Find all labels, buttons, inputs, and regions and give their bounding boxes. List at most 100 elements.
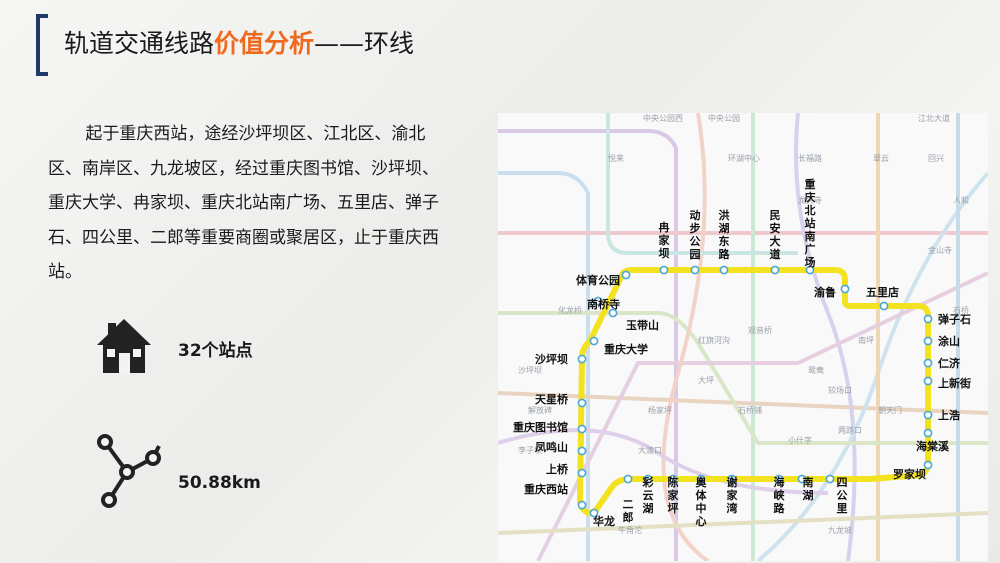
station-label: 上新街 xyxy=(938,376,971,390)
route-length: 50.88km xyxy=(178,473,261,493)
background-station-label: 朝天门 xyxy=(878,405,902,415)
station-marker xyxy=(879,301,889,311)
background-station-label: 石桥铺 xyxy=(738,405,762,415)
station-label: 华龙 xyxy=(593,514,615,528)
station-marker xyxy=(623,474,633,484)
background-station-label: 翠云 xyxy=(873,154,889,163)
station-marker xyxy=(923,428,933,438)
station-label: 动步公园 xyxy=(690,208,701,261)
background-station-label: 牛角沱 xyxy=(618,525,642,535)
station-marker xyxy=(797,474,807,484)
background-station-label: 小什字 xyxy=(788,435,812,445)
station-marker xyxy=(805,265,815,275)
station-label: 四公里 xyxy=(837,476,848,515)
station-marker xyxy=(923,314,933,324)
background-station-label: 红旗河沟 xyxy=(698,335,730,345)
house-icon xyxy=(97,319,151,373)
station-marker xyxy=(923,376,933,386)
station-marker xyxy=(589,336,599,346)
route-description: 起于重庆西站，途经沙坪坝区、江北区、渝北区、南岸区、九龙坡区，经过重庆图书馆、沙… xyxy=(48,124,439,282)
station-label: 凤鸣山 xyxy=(535,440,568,454)
background-lines xyxy=(498,113,988,561)
loop-stations: 体育公园南桥寺冉家坝动步公园洪湖东路民安大道重庆北站南广场渝鲁五里店弹子石涂山仁… xyxy=(513,177,971,528)
station-label: 南湖 xyxy=(803,475,814,502)
background-line xyxy=(606,113,798,255)
loop-line xyxy=(577,267,931,516)
station-label: 上桥 xyxy=(546,462,569,476)
station-marker xyxy=(923,358,933,368)
background-station-label: 李子坝 xyxy=(518,445,542,455)
station-marker xyxy=(923,336,933,346)
background-line xyxy=(498,428,829,495)
station-label: 弹子石 xyxy=(938,312,971,326)
background-station-label: 大渡口 xyxy=(638,445,662,455)
station-label: 重庆北站南广场 xyxy=(804,177,816,269)
station-label: 海峡路 xyxy=(774,475,786,515)
station-label: 罗家坝 xyxy=(893,467,926,481)
station-label: 重庆大学 xyxy=(604,342,648,356)
station-marker xyxy=(593,296,603,306)
station-label: 体育公园 xyxy=(576,273,620,287)
station-label: 上浩 xyxy=(938,408,960,422)
station-marker xyxy=(589,508,599,518)
title-bracket xyxy=(36,14,48,76)
background-station-label: 南坪 xyxy=(858,335,874,345)
title-suffix: ——环线 xyxy=(314,29,415,58)
station-marker xyxy=(774,474,784,484)
background-station-label: 人和 xyxy=(953,196,969,205)
route-icon xyxy=(97,434,161,508)
title-highlight: 价值分析 xyxy=(214,29,315,58)
background-line xyxy=(498,129,678,561)
background-station-label: 金山寺 xyxy=(928,245,952,255)
background-station-label: 悦来 xyxy=(608,153,624,163)
station-label: 沙坪坝 xyxy=(535,352,568,366)
station-label: 洪湖东路 xyxy=(719,208,731,261)
background-station-label: 中央公园西 xyxy=(643,113,683,123)
station-marker xyxy=(659,265,669,275)
page-title: 轨道交通线路价值分析——环线 xyxy=(64,27,414,61)
background-station-label: 两路口 xyxy=(838,425,862,435)
station-label: 奥体中心 xyxy=(695,475,708,528)
station-marker xyxy=(577,468,587,478)
station-marker xyxy=(643,474,653,484)
background-station-label: 环湖中心 xyxy=(728,153,760,163)
station-marker xyxy=(668,474,678,484)
station-label: 谢家湾 xyxy=(727,475,739,515)
station-marker xyxy=(719,265,729,275)
station-marker xyxy=(577,398,587,408)
background-station-label: 江北大道 xyxy=(918,113,950,123)
station-label: 玉带山 xyxy=(626,318,659,332)
background-station-label: 大坪 xyxy=(698,375,714,385)
background-line xyxy=(661,113,710,561)
station-count: 32个站点 xyxy=(178,341,253,361)
station-marker xyxy=(577,446,587,456)
station-label: 彩云湖 xyxy=(642,475,654,515)
background-station-label: 解放碑 xyxy=(528,405,552,415)
station-marker xyxy=(577,354,587,364)
station-label: 陈家坪 xyxy=(668,475,680,515)
station-label: 五里店 xyxy=(866,285,899,299)
metro-map: 中央公园西 中央公园 江北大道环湖中心 长福路 悦来 翠云 回兴人和金山寺石桥南坪大坪石桥铺… xyxy=(498,113,988,561)
background-station-label: 较场口 xyxy=(828,385,852,395)
background-station-label: 鸳鸯 xyxy=(808,365,824,375)
background-station-label: 回兴 xyxy=(928,154,944,163)
station-label: 涂山 xyxy=(938,334,960,348)
background-station-label: 中央公园 xyxy=(708,113,740,123)
station-marker xyxy=(923,460,933,470)
station-marker xyxy=(608,308,618,318)
background-station-label: 龙头寺 xyxy=(798,195,822,205)
station-marker xyxy=(840,284,850,294)
background-station-label: 长福路 xyxy=(798,153,822,163)
background-station-label: 化龙桥 xyxy=(558,305,582,315)
station-label: 重庆图书馆 xyxy=(513,420,568,434)
station-label: 天星桥 xyxy=(535,392,569,406)
background-station-label: 石桥 xyxy=(953,305,969,315)
background-station-label: 九龙坡 xyxy=(828,525,852,535)
background-line xyxy=(536,271,988,561)
background-line xyxy=(498,171,590,561)
title-prefix: 轨道交通线路 xyxy=(64,29,215,58)
background-station-label: 观音桥 xyxy=(748,325,772,335)
station-label: 民安大道 xyxy=(770,209,781,261)
station-marker xyxy=(727,474,737,484)
station-label: 二郎 xyxy=(623,498,634,524)
